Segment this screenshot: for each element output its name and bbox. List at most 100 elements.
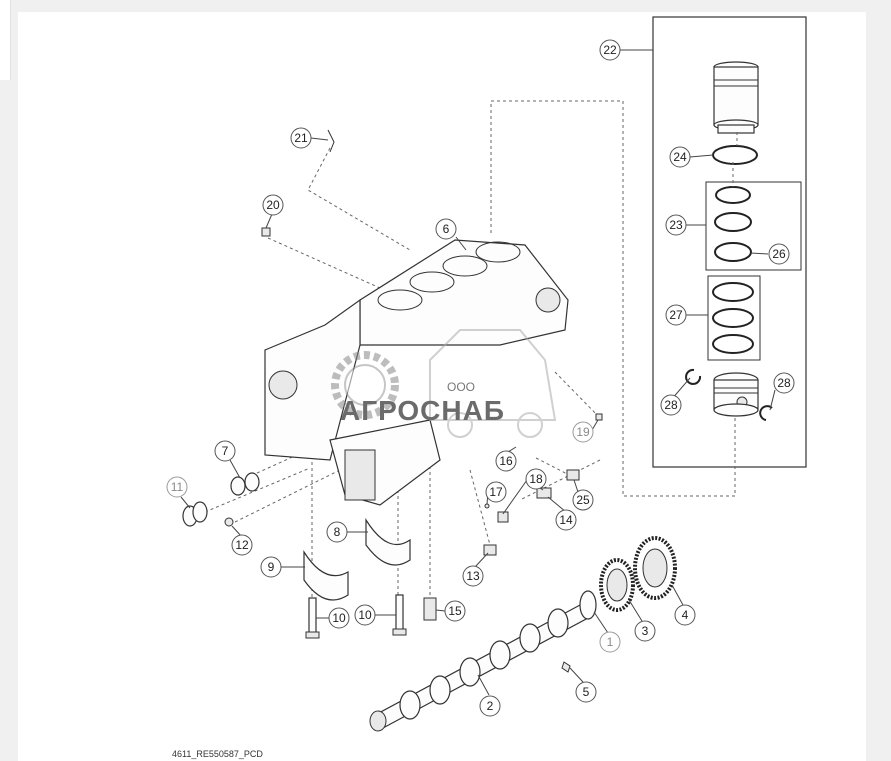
bushing-7[interactable] <box>230 472 260 496</box>
callout-26[interactable]: 26 <box>768 243 790 265</box>
callout-23[interactable]: 23 <box>665 214 687 236</box>
main-bearing-cap-8[interactable] <box>365 517 411 566</box>
callout-1[interactable]: 1 <box>599 631 621 653</box>
callout-22[interactable]: 22 <box>599 39 621 61</box>
callout-17[interactable]: 17 <box>485 481 507 503</box>
plug-19[interactable] <box>595 413 603 421</box>
cap-bolt-1[interactable] <box>305 597 320 639</box>
callout-9[interactable]: 9 <box>260 556 282 578</box>
callout-2[interactable]: 2 <box>479 695 501 717</box>
callout-5[interactable]: 5 <box>575 681 597 703</box>
callout-10-left[interactable]: 10 <box>328 607 350 629</box>
callout-24[interactable]: 24 <box>669 146 691 168</box>
callout-14[interactable]: 14 <box>555 509 577 531</box>
packing-ring-1[interactable] <box>715 186 751 204</box>
callout-20[interactable]: 20 <box>262 194 284 216</box>
callout-12[interactable]: 12 <box>231 534 253 556</box>
svg-text:16: 16 <box>499 454 513 468</box>
ring-set-frame-2 <box>707 275 761 361</box>
callout-13[interactable]: 13 <box>462 565 484 587</box>
svg-text:11: 11 <box>171 480 184 494</box>
svg-text:19: 19 <box>576 425 590 439</box>
svg-text:9: 9 <box>268 560 275 574</box>
svg-text:27: 27 <box>669 308 683 322</box>
fitting-14[interactable] <box>536 487 552 499</box>
watermark-brand: АГРОСНАБ <box>340 395 505 426</box>
piston-ring-2[interactable] <box>712 308 754 328</box>
svg-text:21: 21 <box>294 131 308 145</box>
piston[interactable] <box>713 372 759 417</box>
svg-text:28: 28 <box>777 376 791 390</box>
camshaft[interactable] <box>369 604 589 732</box>
cylinder-liner[interactable] <box>713 61 759 134</box>
callout-3[interactable]: 3 <box>634 620 656 642</box>
callout-19[interactable]: 19 <box>572 421 594 443</box>
bolt-15[interactable] <box>423 597 437 621</box>
svg-text:12: 12 <box>235 538 249 552</box>
callout-28-right[interactable]: 28 <box>773 372 795 394</box>
plug-25[interactable] <box>566 469 580 481</box>
fitting-13[interactable] <box>483 544 497 556</box>
bushing-11[interactable] <box>182 501 208 527</box>
fitting-18[interactable] <box>497 511 509 523</box>
svg-text:22: 22 <box>603 43 617 57</box>
svg-text:10: 10 <box>358 608 372 622</box>
callout-16[interactable]: 16 <box>495 450 517 472</box>
liner-o-ring[interactable] <box>712 145 758 165</box>
svg-text:10: 10 <box>332 611 346 625</box>
packing-ring-2[interactable] <box>714 212 752 232</box>
figure-reference-code: 4611_RE550587_PCD <box>172 749 263 759</box>
piston-ring-1[interactable] <box>712 282 754 302</box>
svg-text:18: 18 <box>529 472 543 486</box>
callout-8[interactable]: 8 <box>326 521 348 543</box>
svg-text:15: 15 <box>448 604 462 618</box>
plug-12[interactable] <box>224 517 234 527</box>
callout-7[interactable]: 7 <box>214 440 236 462</box>
callout-27[interactable]: 27 <box>665 304 687 326</box>
plug-20[interactable] <box>261 227 271 237</box>
svg-text:28: 28 <box>664 398 678 412</box>
key-5[interactable] <box>561 661 571 673</box>
callout-21[interactable]: 21 <box>290 127 312 149</box>
ring-set-frame <box>705 181 802 271</box>
svg-text:7: 7 <box>222 444 229 458</box>
callout-4[interactable]: 4 <box>674 604 696 626</box>
callout-10-right[interactable]: 10 <box>354 604 376 626</box>
pipe-21[interactable] <box>327 129 335 153</box>
liner-assembly-path <box>490 100 736 497</box>
callout-18[interactable]: 18 <box>525 468 547 490</box>
callout-15[interactable]: 15 <box>444 600 466 622</box>
svg-text:5: 5 <box>583 685 590 699</box>
callout-25[interactable]: 25 <box>572 489 594 511</box>
thrust-plate-1[interactable] <box>579 590 597 620</box>
ball-17[interactable] <box>484 503 490 509</box>
watermark-prefix: ООО <box>447 380 476 394</box>
cylinder-block[interactable] <box>264 239 569 506</box>
svg-text:6: 6 <box>443 222 450 236</box>
snap-ring-right[interactable] <box>759 405 773 421</box>
side-panel-edge <box>0 0 11 80</box>
packing-ring-3[interactable] <box>714 242 752 262</box>
svg-text:1: 1 <box>607 635 614 649</box>
svg-text:20: 20 <box>266 198 280 212</box>
callout-11[interactable]: 11 <box>166 476 188 498</box>
svg-text:24: 24 <box>673 150 687 164</box>
main-bearing-cap-9[interactable] <box>303 549 349 601</box>
callout-28-left[interactable]: 28 <box>660 394 682 416</box>
svg-text:4: 4 <box>682 608 689 622</box>
snap-ring-left[interactable] <box>685 368 702 385</box>
svg-text:25: 25 <box>576 493 590 507</box>
svg-text:8: 8 <box>334 525 341 539</box>
piston-ring-3[interactable] <box>712 334 754 354</box>
cap-bolt-2[interactable] <box>392 594 407 636</box>
callout-6[interactable]: 6 <box>435 218 457 240</box>
svg-text:14: 14 <box>559 513 573 527</box>
idler-gear-4[interactable] <box>633 536 677 600</box>
svg-text:23: 23 <box>669 218 683 232</box>
cam-gear-3[interactable] <box>599 558 635 612</box>
svg-text:17: 17 <box>489 485 503 499</box>
piston-kit-frame <box>652 16 807 468</box>
svg-text:26: 26 <box>772 247 786 261</box>
